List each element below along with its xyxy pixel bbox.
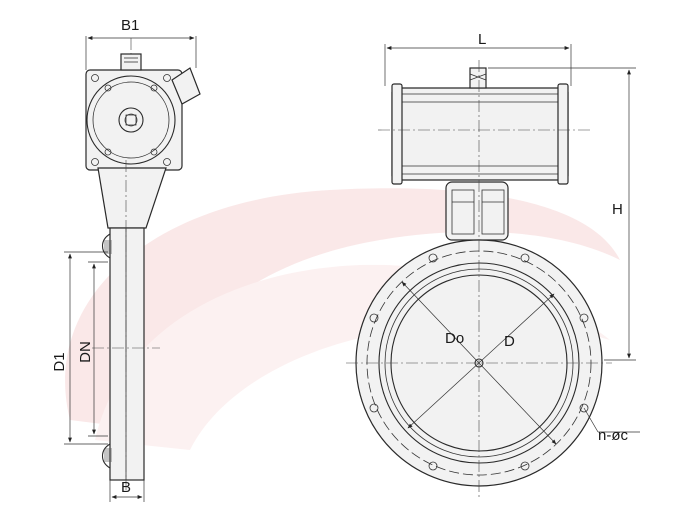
dim-label-d1: D1 xyxy=(51,352,68,371)
side-dimensions xyxy=(64,36,197,502)
side-view xyxy=(85,38,201,490)
front-view xyxy=(346,60,640,500)
front-dimensions xyxy=(384,44,636,361)
dim-label-dn: DN xyxy=(77,341,94,363)
flange-bolt-holes xyxy=(369,253,589,471)
hole-callout-label: n-øc xyxy=(598,427,629,444)
dim-label-do: Do xyxy=(445,330,464,347)
dim-label-l: L xyxy=(478,31,486,48)
dim-label-b: B xyxy=(121,479,131,496)
dim-label-h: H xyxy=(612,201,623,218)
dim-label-b1: B1 xyxy=(121,17,139,34)
dim-label-d: D xyxy=(504,333,515,350)
